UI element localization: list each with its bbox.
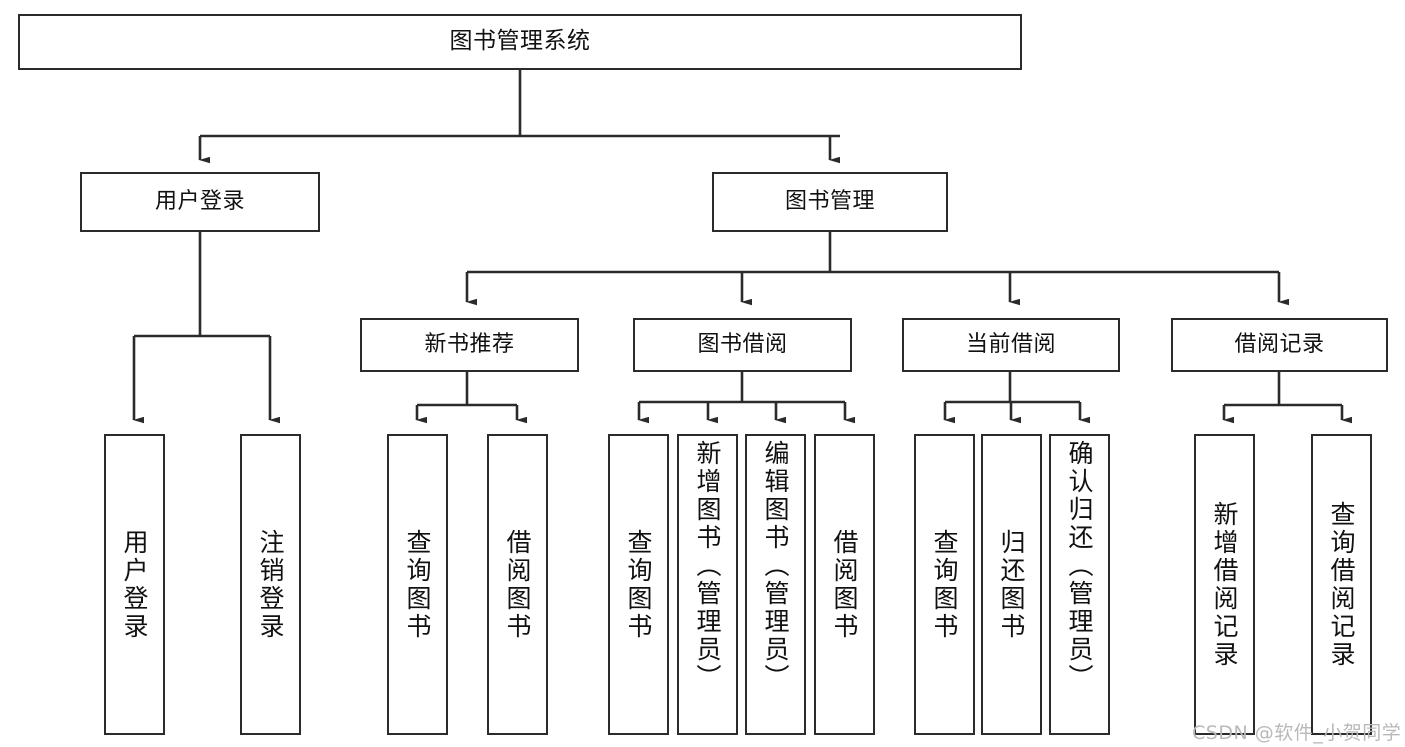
node-label: 查询图书 <box>624 528 653 641</box>
node-label: 新增图书（管理员） <box>693 440 722 692</box>
node-label: 新书推荐 <box>424 331 515 357</box>
node-new-book-recommend[interactable]: 新书推荐 <box>360 318 579 372</box>
node-label: 用户登录 <box>154 188 245 214</box>
leaf-book-borrow-edit[interactable]: 编辑图书（管理员） <box>745 434 806 735</box>
leaf-book-borrow-add[interactable]: 新增图书（管理员） <box>677 434 738 735</box>
leaf-borrow-record-add[interactable]: 新增借阅记录 <box>1194 434 1255 735</box>
leaf-new-book-borrow[interactable]: 借阅图书 <box>487 434 548 735</box>
node-label: 编辑图书（管理员） <box>761 440 790 692</box>
leaf-current-borrow-query[interactable]: 查询图书 <box>914 434 975 735</box>
node-current-borrow[interactable]: 当前借阅 <box>902 318 1120 372</box>
node-borrow-record[interactable]: 借阅记录 <box>1171 318 1388 372</box>
leaf-book-borrow-query[interactable]: 查询图书 <box>608 434 669 735</box>
leaf-user-login-signout[interactable]: 注销登录 <box>240 434 301 735</box>
node-label: 确认归还（管理员） <box>1065 440 1094 692</box>
leaf-new-book-query[interactable]: 查询图书 <box>387 434 448 735</box>
node-label: 借阅图书 <box>830 528 859 641</box>
node-label: 用户登录 <box>120 528 149 641</box>
node-book-borrow[interactable]: 图书借阅 <box>633 318 852 372</box>
node-label: 归还图书 <box>997 528 1026 641</box>
node-label: 新增借阅记录 <box>1210 500 1239 669</box>
node-label: 查询借阅记录 <box>1327 500 1356 669</box>
node-label: 图书借阅 <box>697 331 788 357</box>
node-label: 图书管理 <box>784 188 875 214</box>
node-label: 查询图书 <box>403 528 432 641</box>
node-label: 借阅图书 <box>503 528 532 641</box>
leaf-borrow-record-query[interactable]: 查询借阅记录 <box>1311 434 1372 735</box>
node-book-management[interactable]: 图书管理 <box>712 172 948 232</box>
node-label: 图书管理系统 <box>449 28 591 55</box>
node-label: 当前借阅 <box>965 331 1056 357</box>
node-user-login[interactable]: 用户登录 <box>80 172 320 232</box>
node-root-library-system[interactable]: 图书管理系统 <box>18 14 1022 70</box>
node-label: 注销登录 <box>256 528 285 641</box>
leaf-current-borrow-return[interactable]: 归还图书 <box>981 434 1042 735</box>
leaf-current-borrow-confirm-return[interactable]: 确认归还（管理员） <box>1049 434 1110 735</box>
node-label: 借阅记录 <box>1234 331 1325 357</box>
csdn-watermark: CSDN @软件_小贺同学 <box>1192 722 1402 744</box>
node-label: 查询图书 <box>930 528 959 641</box>
leaf-book-borrow-borrow[interactable]: 借阅图书 <box>814 434 875 735</box>
leaf-user-login-signin[interactable]: 用户登录 <box>104 434 165 735</box>
